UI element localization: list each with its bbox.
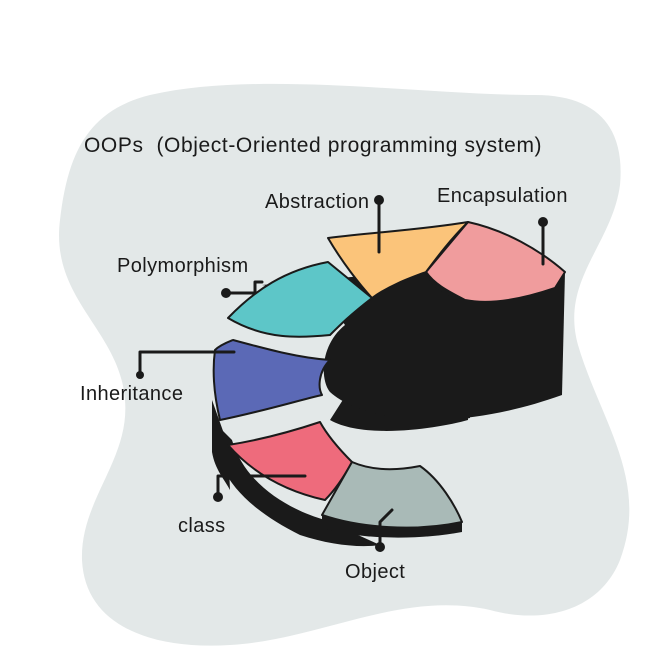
diagram-title: OOPs (Object-Oriented programming system… [84,134,542,157]
label-encapsulation: Encapsulation [437,185,568,207]
label-object: Object [345,561,405,583]
label-abstraction: Abstraction [265,191,369,213]
segment-abstraction [327,221,469,299]
ring-side-outer-right [440,272,565,420]
label-polymorphism: Polymorphism [117,255,249,277]
leader-dot-inheritance [136,371,144,379]
ring-side-inner-bowl [262,270,470,421]
leader-class [216,474,307,499]
label-class: class [178,515,226,537]
leader-dot-abstraction [374,195,384,205]
label-inheritance: Inheritance [80,383,183,405]
leader-dot-class [213,492,223,502]
ring-depth [212,255,565,547]
leader-polymorphism [224,280,264,295]
leader-dot-polymorphism [221,288,231,298]
leader-inheritance [138,350,236,374]
ring-side-outer-left [212,420,380,547]
leader-dot-encapsulation [538,217,548,227]
leader-object [378,508,394,547]
leader-dot-object [375,542,385,552]
segment-object [321,461,463,529]
segment-polymorphism [227,261,373,338]
ring-segments [212,221,566,529]
segment-encapsulation [425,221,566,303]
ring-side-bottom [212,400,230,490]
segment-inheritance [212,339,331,421]
